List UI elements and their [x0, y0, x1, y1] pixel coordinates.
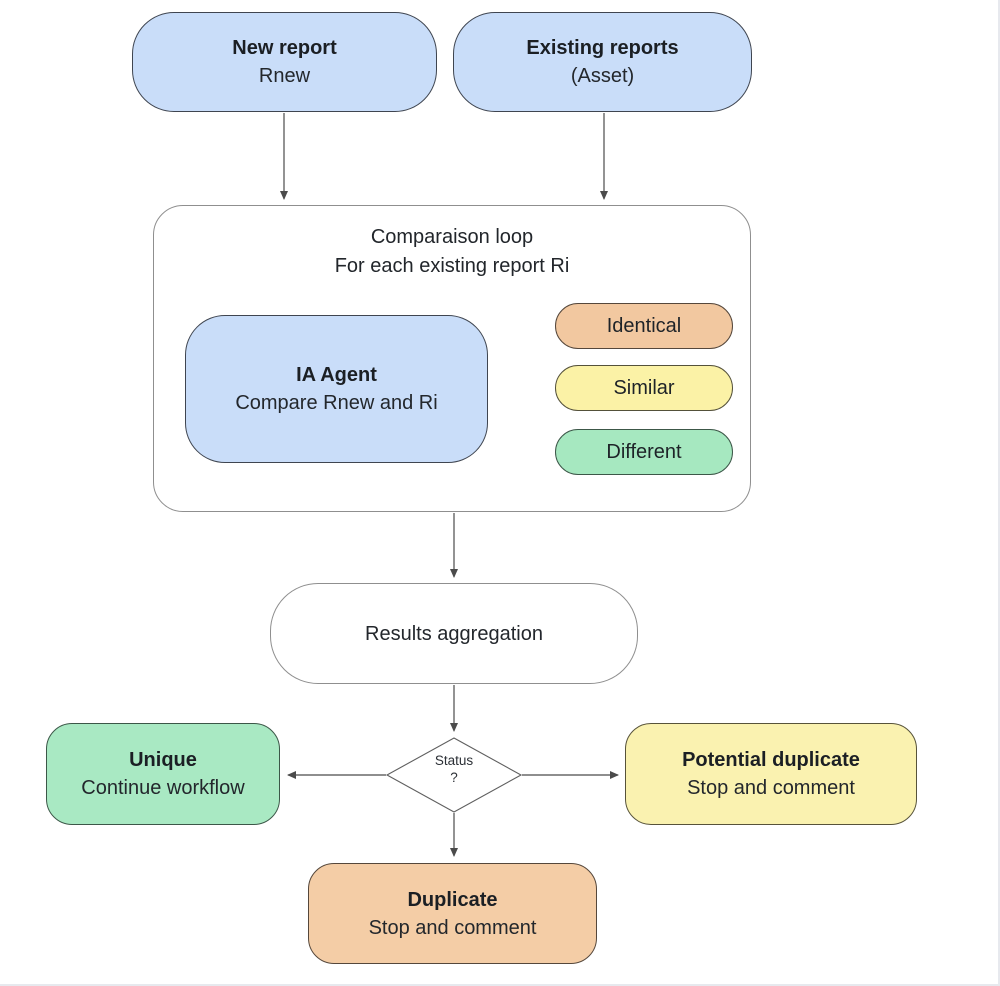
node-unique: Unique Continue workflow	[46, 723, 280, 825]
node-duplicate: Duplicate Stop and comment	[308, 863, 597, 964]
node-potential-duplicate: Potential duplicate Stop and comment	[625, 723, 917, 825]
potential-duplicate-subtitle: Stop and comment	[687, 777, 855, 799]
duplicate-title: Duplicate	[407, 888, 498, 911]
status-decision-line2: ?	[450, 770, 458, 785]
unique-subtitle: Continue workflow	[81, 777, 245, 799]
node-outcome-similar: Similar	[555, 365, 733, 411]
comparison-loop-header: Comparaison loop For each existing repor…	[154, 223, 750, 281]
outcome-different-label: Different	[606, 440, 682, 463]
potential-duplicate-title: Potential duplicate	[682, 749, 860, 771]
new-report-subtitle: Rnew	[258, 65, 311, 87]
node-outcome-different: Different	[555, 429, 733, 475]
node-ia-agent: IA Agent Compare Rnew and Ri	[185, 315, 488, 463]
node-new-report: New report Rnew	[132, 12, 437, 112]
outcome-similar-label: Similar	[613, 376, 675, 399]
comparison-loop-subtitle: For each existing report Ri	[334, 255, 570, 277]
outcome-identical-label: Identical	[606, 314, 682, 337]
comparison-loop-title: Comparaison loop	[370, 226, 534, 248]
unique-title: Unique	[129, 749, 197, 771]
status-decision-label: Status ?	[394, 752, 514, 786]
status-decision-line1: Status	[434, 753, 474, 768]
existing-reports-subtitle: (Asset)	[570, 65, 635, 87]
status-decision-diamond	[385, 737, 523, 813]
node-results-aggregation: Results aggregation	[270, 583, 638, 684]
node-existing-reports: Existing reports (Asset)	[453, 12, 752, 112]
ia-agent-subtitle: Compare Rnew and Ri	[235, 392, 438, 414]
ia-agent-title: IA Agent	[296, 364, 377, 386]
duplicate-subtitle: Stop and comment	[368, 916, 537, 939]
node-outcome-identical: Identical	[555, 303, 733, 349]
existing-reports-title: Existing reports	[526, 37, 679, 59]
results-aggregation-label: Results aggregation	[365, 622, 543, 645]
new-report-title: New report	[232, 37, 337, 59]
